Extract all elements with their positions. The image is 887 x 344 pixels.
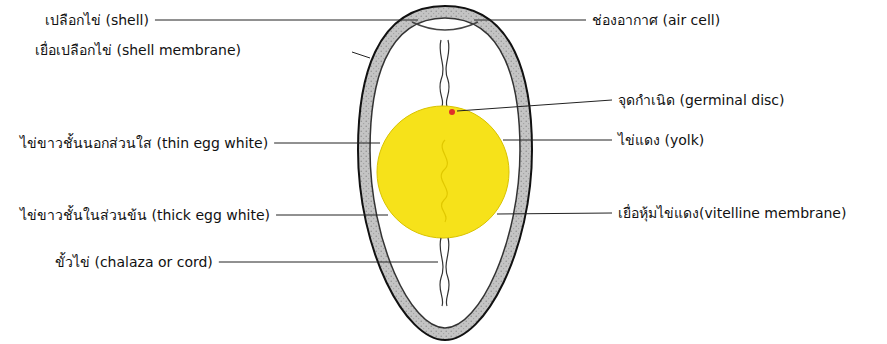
leader-line <box>155 20 418 21</box>
leader-tick <box>352 52 370 58</box>
part-label: เปลือกไข่ (shell) <box>45 12 149 29</box>
part-label: เยื่อหุ้มไข่แดง(vitelline membrane) <box>618 205 846 222</box>
part-label: ช่องอากาศ (air cell) <box>592 12 720 29</box>
part-label: ขั้วไข่ (chalaza or cord) <box>55 254 213 271</box>
yolk <box>377 106 509 238</box>
shell-membrane <box>370 18 520 328</box>
leader-line <box>457 100 612 111</box>
leader-line <box>503 140 612 141</box>
part-label: ไข่ขาวชั้นในส่วนข้น (thick egg white) <box>20 207 270 224</box>
part-label: ไข่แดง (yolk) <box>618 132 704 149</box>
yolk-swirl <box>441 140 447 222</box>
part-label: เยื่อเปลือกไข่ (shell membrane) <box>35 42 241 59</box>
leader-line <box>474 20 586 21</box>
air-cell <box>412 22 478 30</box>
chalaza-lower <box>440 238 449 306</box>
leader-line <box>274 143 380 144</box>
part-label: ไข่ขาวชั้นนอกส่วนใส (thin egg white) <box>20 135 268 152</box>
chalaza-upper <box>440 40 449 106</box>
part-label: จุดกำเนิด (germinal disc) <box>618 92 784 109</box>
leader-line <box>497 213 612 214</box>
egg-shell <box>358 6 532 340</box>
germinal-disc <box>449 109 455 115</box>
leader-line <box>219 262 438 263</box>
leader-line <box>276 215 388 216</box>
